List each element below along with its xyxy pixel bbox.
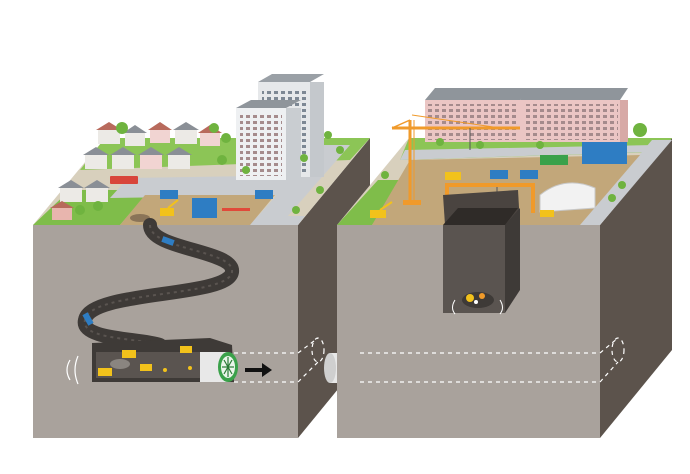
ramp-tunnel xyxy=(77,218,239,352)
apartment-right xyxy=(520,88,628,142)
storage-tent xyxy=(539,182,596,213)
ramp-truck xyxy=(161,236,175,246)
drill-rig xyxy=(140,364,152,371)
barrier xyxy=(222,208,250,211)
red-bus xyxy=(110,176,138,184)
loader-r xyxy=(540,210,554,217)
tower-crane xyxy=(391,114,520,205)
planned-tunnel-left xyxy=(234,337,325,383)
right-block-side xyxy=(600,138,672,438)
site-office xyxy=(192,198,217,218)
ramp-truck-2 xyxy=(82,312,94,326)
apartment-left xyxy=(425,88,530,142)
blue-truck-r2 xyxy=(520,170,538,179)
blue-truck-2 xyxy=(255,190,273,199)
loader-3 xyxy=(180,346,192,353)
blue-truck-r1 xyxy=(490,170,508,179)
arrow-right-icon xyxy=(245,363,272,377)
green-containers xyxy=(540,155,568,165)
right-vehicles xyxy=(370,142,627,218)
left-road-diagonal xyxy=(250,145,350,225)
loader-1 xyxy=(122,350,136,358)
truck-r3 xyxy=(445,172,461,180)
tbm-cutterhead-left xyxy=(200,352,238,382)
blue-truck xyxy=(160,190,178,199)
left-block-front xyxy=(33,225,298,438)
access-shaft xyxy=(443,190,520,315)
excavator-right xyxy=(370,201,393,218)
dirt-pile xyxy=(130,214,150,222)
left-vehicles xyxy=(110,176,273,222)
excavator-left xyxy=(160,199,179,216)
planned-tunnel-right xyxy=(360,337,625,383)
right-apartments xyxy=(425,88,628,142)
left-houses xyxy=(50,122,222,220)
left-trees xyxy=(75,122,344,215)
site-cabins xyxy=(582,142,627,164)
blast-sparks-icon xyxy=(466,293,485,304)
loader-2 xyxy=(98,368,112,376)
left-tower-blocks xyxy=(236,74,324,180)
right-road xyxy=(580,140,672,225)
